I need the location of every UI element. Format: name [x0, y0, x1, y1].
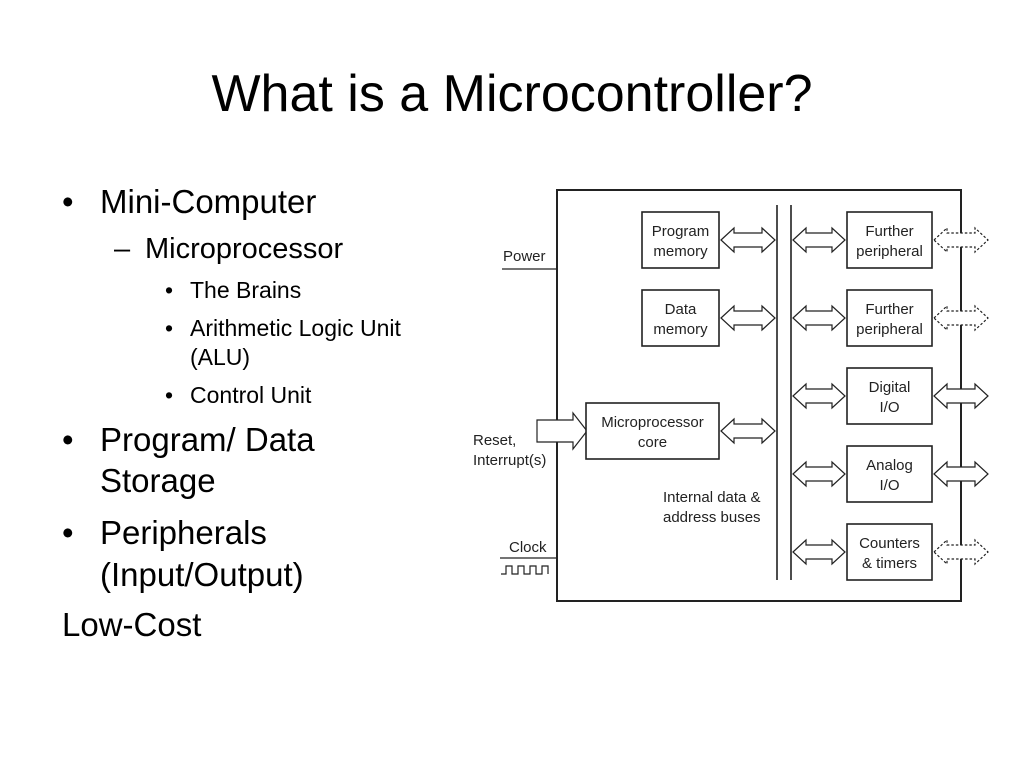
bus-peripheral-arrow-3: [792, 382, 846, 410]
block-label: memory: [653, 321, 708, 338]
analog-io-block: Analog I/O: [846, 445, 933, 503]
bus-peripheral-arrow-5: [792, 538, 846, 566]
sub-bullet-microprocessor: Microprocessor: [145, 233, 344, 265]
block-label: memory: [653, 243, 708, 260]
power-label: Power: [503, 248, 546, 265]
block-label: Analog: [866, 457, 913, 474]
data-memory-bus-arrow: [720, 304, 776, 332]
external-arrow-analog-io: [933, 460, 989, 488]
program-memory-bus-arrow: [720, 226, 776, 254]
block-label: Program: [652, 223, 710, 240]
buses-label: Internal data &: [663, 489, 761, 506]
block-label: peripheral: [856, 321, 923, 338]
bullet-peripherals-continued: (Input/Output): [100, 556, 304, 593]
block-label: peripheral: [856, 243, 923, 260]
clock-waveform-icon: [501, 565, 549, 575]
bullet-marker: •: [62, 183, 74, 220]
buses-label-continued: address buses: [663, 509, 761, 526]
block-label: Further: [865, 301, 913, 318]
bullet-program-data-storage-continued: Storage: [100, 462, 216, 499]
interrupt-label: Interrupt(s): [473, 452, 546, 469]
bullet-marker: •: [165, 382, 174, 408]
clock-label: Clock: [509, 539, 547, 556]
bus-arrows: [720, 226, 989, 566]
bus-peripheral-arrow-1: [792, 226, 846, 254]
digital-io-block: Digital I/O: [846, 367, 933, 425]
external-arrow-further-peripheral-1: [933, 226, 989, 254]
further-peripheral-block-1: Further peripheral: [846, 211, 933, 269]
low-cost-text: Low-Cost: [62, 606, 202, 643]
bullet-program-data-storage: Program/ Data: [100, 421, 315, 458]
reset-interrupt-input: Reset, Interrupt(s): [473, 411, 588, 469]
block-label: I/O: [879, 399, 899, 416]
bullet-list: • Mini-Computer – Microprocessor • The B…: [0, 0, 470, 768]
reset-arrow: [536, 411, 588, 451]
block-label: Counters: [859, 535, 920, 552]
power-input: Power: [502, 248, 557, 270]
microprocessor-core-block: Microprocessor core: [585, 402, 720, 460]
block-label: & timers: [862, 555, 917, 572]
data-memory-block: Data memory: [641, 289, 720, 347]
block-label: Further: [865, 223, 913, 240]
bullet-marker: •: [62, 514, 74, 551]
reset-label: Reset,: [473, 432, 516, 449]
clock-input: Clock: [500, 539, 557, 575]
core-bus-arrow: [720, 417, 776, 445]
block-label: Microprocessor: [601, 414, 704, 431]
further-peripheral-block-2: Further peripheral: [846, 289, 933, 347]
bus-peripheral-arrow-2: [792, 304, 846, 332]
external-arrow-further-peripheral-2: [933, 304, 989, 332]
sub-sub-bullet-alu-continued: (ALU): [190, 344, 251, 370]
sub-sub-bullet-alu: Arithmetic Logic Unit: [190, 315, 401, 341]
slide-title: What is a Microcontroller?: [211, 65, 813, 123]
block-label: I/O: [879, 477, 899, 494]
sub-sub-bullet-control-unit: Control Unit: [190, 382, 312, 408]
sub-sub-bullet-the-brains: The Brains: [190, 277, 302, 303]
bullet-marker: •: [165, 315, 174, 341]
block-label: core: [638, 434, 667, 451]
block-label: Data: [665, 301, 697, 318]
program-memory-block: Program memory: [641, 211, 720, 269]
bullet-marker: •: [165, 277, 174, 303]
dash-marker: –: [114, 233, 131, 265]
bullet-marker: •: [62, 421, 74, 458]
bullet-mini-computer: Mini-Computer: [100, 183, 317, 220]
bullet-peripherals: Peripherals: [100, 514, 267, 551]
external-arrow-digital-io: [933, 382, 989, 410]
bus-peripheral-arrow-4: [792, 460, 846, 488]
counters-timers-block: Counters & timers: [846, 523, 933, 581]
block-label: Digital: [869, 379, 911, 396]
external-arrow-counters-timers: [933, 538, 989, 566]
